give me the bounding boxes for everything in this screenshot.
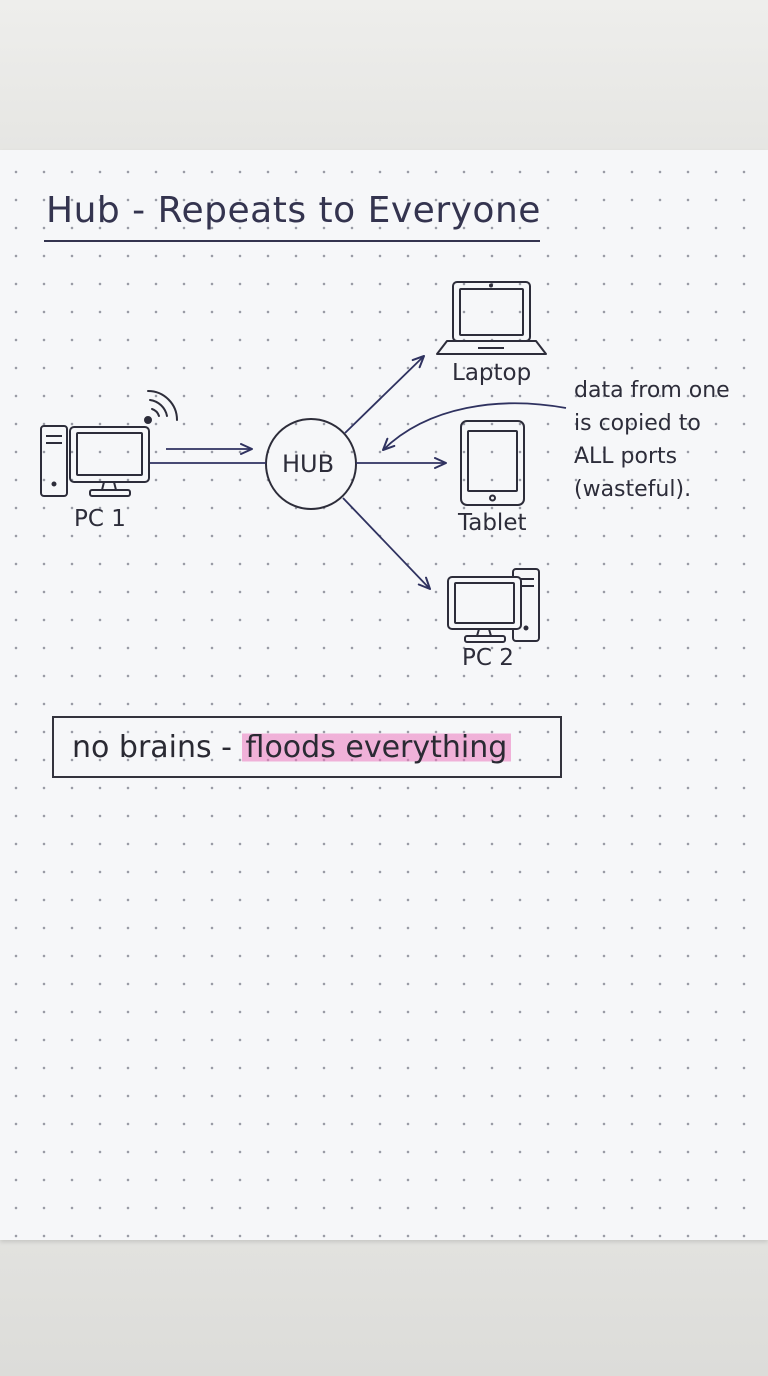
- wifi-signal-icon: [144, 390, 178, 424]
- note-pointer-arrow: [382, 402, 567, 451]
- note-line: (wasteful).: [574, 477, 692, 502]
- pc2-label: PC 2: [462, 645, 514, 671]
- dotted-paper: [0, 150, 768, 1240]
- page-title: Hub - Repeats to Everyone: [46, 190, 541, 231]
- tablet-label: Tablet: [458, 510, 527, 536]
- pc1-label: PC 1: [74, 506, 126, 532]
- background-bottom: [0, 1240, 768, 1376]
- callout-highlight: floods everything: [241, 730, 512, 765]
- pc1-desktop-computer-icon: [40, 425, 150, 497]
- note-line: data from one: [574, 378, 730, 403]
- hub-to-pc2-arrow: [342, 497, 431, 590]
- laptop-icon: [436, 281, 547, 355]
- callout-prefix: no brains -: [72, 730, 242, 765]
- note-line: is copied to: [574, 411, 701, 436]
- note-line: ALL ports: [574, 444, 678, 469]
- laptop-label: Laptop: [452, 360, 532, 386]
- broadcast-note: data from one is copied to ALL ports (wa…: [574, 374, 730, 506]
- pc2-desktop-computer-icon: [447, 568, 540, 643]
- summary-callout-box: no brains - floods everything: [52, 716, 562, 778]
- title-underline: [44, 240, 540, 242]
- background-top: [0, 0, 768, 150]
- tablet-icon: [460, 420, 525, 506]
- hub-node: [265, 418, 357, 510]
- hub-label: HUB: [282, 450, 335, 478]
- callout-text: no brains - floods everything: [72, 730, 512, 765]
- hub-to-laptop-arrow: [344, 355, 425, 434]
